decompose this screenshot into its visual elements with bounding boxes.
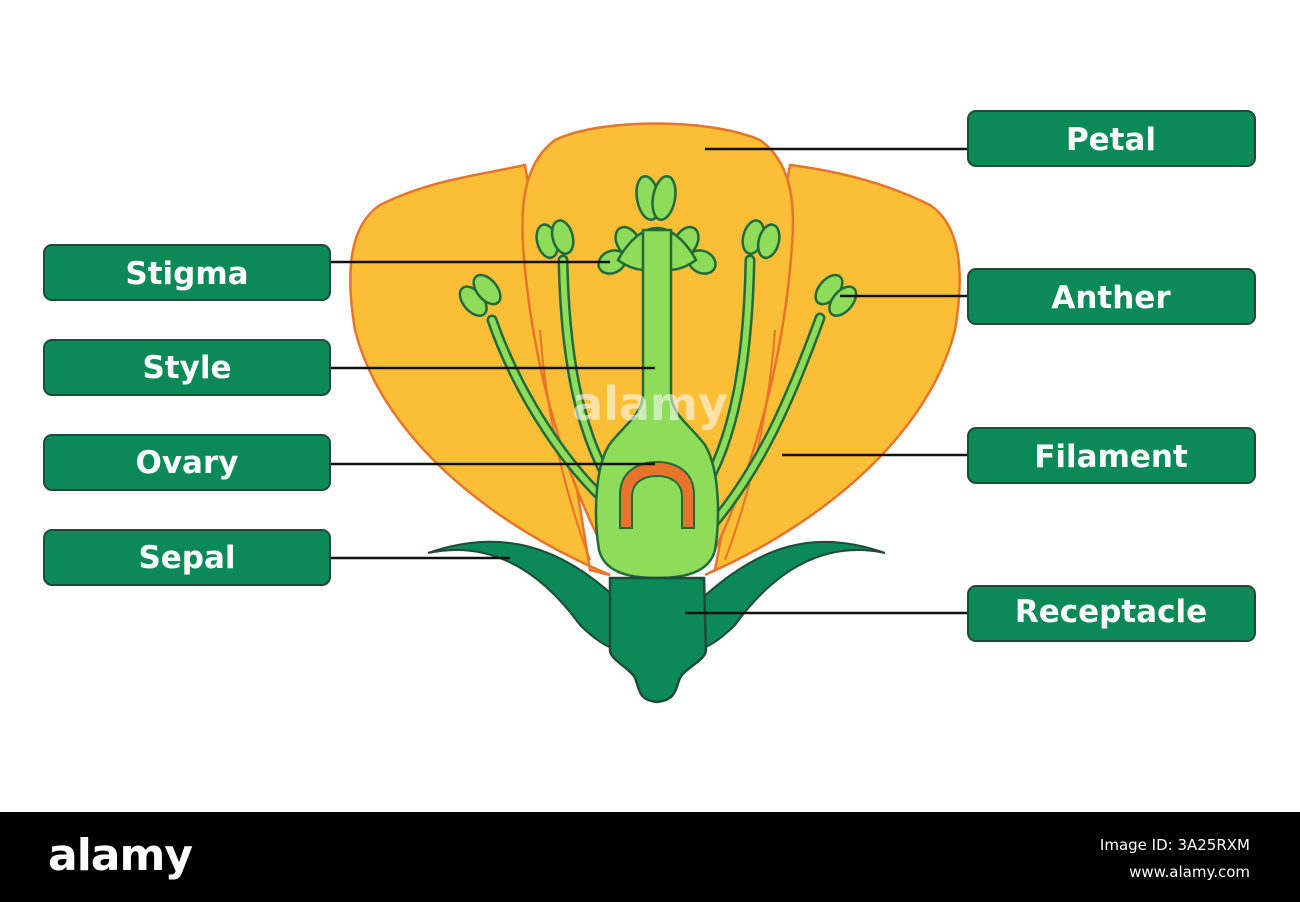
label-petal-text: Petal [1066, 122, 1156, 158]
image-info: Image ID: 3A25RXM www.alamy.com [1100, 832, 1250, 886]
label-anther-text: Anther [1051, 280, 1171, 316]
sepals [427, 540, 886, 653]
petal-left [349, 163, 611, 577]
pistil [594, 175, 720, 580]
label-stigma-text: Stigma [125, 256, 248, 292]
label-style-text: Style [142, 350, 231, 386]
site-url: www.alamy.com [1129, 863, 1250, 881]
flower-svg: alamy alamy alamy Stigma Style Ovary Sep… [43, 110, 1256, 704]
sepal-left [427, 540, 634, 653]
label-filament-text: Filament [1034, 439, 1188, 475]
anthers [458, 219, 858, 317]
footer-bar: alamy Image ID: 3A25RXM www.alamy.com [0, 812, 1300, 902]
sepal-right [683, 540, 886, 653]
receptacle-shape [608, 576, 708, 704]
label-sepal-text: Sepal [138, 540, 235, 576]
watermark-text: alamy [572, 377, 728, 431]
label-petal: Petal [967, 110, 1256, 167]
image-id: Image ID: 3A25RXM [1099, 836, 1250, 854]
alamy-logo: alamy [48, 830, 193, 881]
label-filament: Filament [967, 427, 1256, 484]
leader-lines [330, 147, 968, 615]
label-receptacle: Receptacle [967, 585, 1256, 642]
petal-right [704, 163, 961, 577]
flower-diagram: alamy alamy alamy Stigma Style Ovary Sep… [43, 110, 1256, 704]
label-ovary-text: Ovary [136, 445, 239, 481]
label-style: Style [43, 339, 331, 396]
label-anther: Anther [967, 268, 1256, 325]
label-stigma: Stigma [43, 244, 331, 301]
label-receptacle-text: Receptacle [1015, 594, 1207, 630]
label-ovary: Ovary [43, 434, 331, 491]
label-sepal: Sepal [43, 529, 331, 586]
